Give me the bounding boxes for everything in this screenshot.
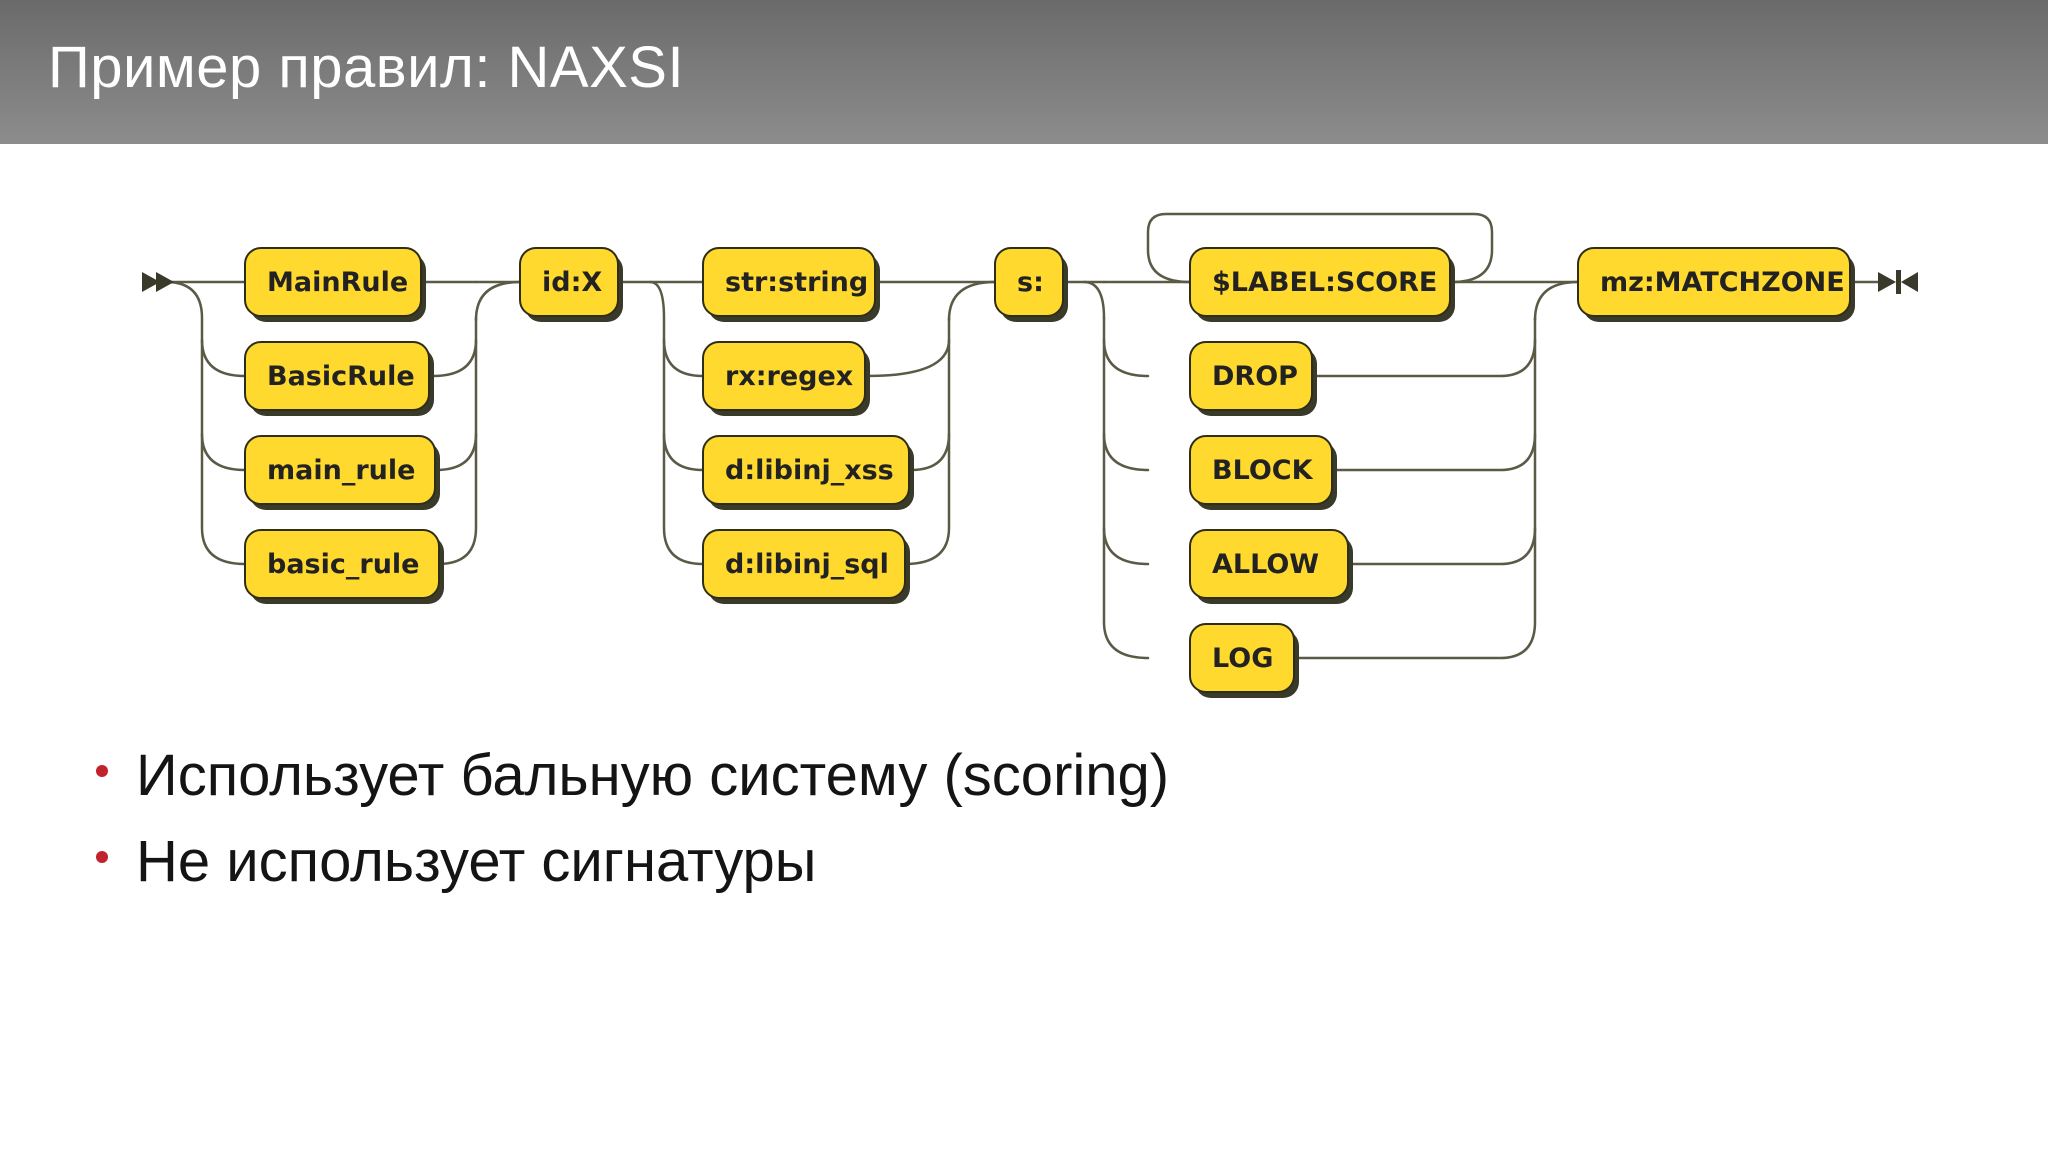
group1-merge-2 [431, 338, 478, 378]
node-label: BLOCK [1212, 455, 1314, 486]
group3-branch-left-2 [662, 338, 705, 378]
node-box [702, 341, 866, 411]
diagram-node: $LABEL:SCORE [1189, 247, 1455, 322]
node-box [244, 247, 422, 317]
diagram-node: DROP [1189, 341, 1317, 416]
group1-branch-left-3 [200, 432, 247, 472]
node-box [244, 435, 436, 505]
node-box [702, 435, 910, 505]
node-box [1189, 341, 1313, 411]
diagram-node: d:libinj_xss [702, 435, 914, 510]
diagram-node: LOG [1189, 623, 1299, 698]
node-label: ALLOW [1212, 549, 1319, 580]
node-box [1577, 247, 1851, 317]
diagram-node: mz:MATCHZONE [1577, 247, 1855, 322]
node-box [519, 247, 619, 317]
node-label: BasicRule [267, 361, 415, 392]
diagram-node: BLOCK [1189, 435, 1337, 510]
node-label: d:libinj_sql [725, 549, 889, 580]
node-box [994, 247, 1064, 317]
group5-merge-top [1533, 280, 1580, 322]
group1-branch-left-2 [200, 338, 247, 378]
node-box [702, 247, 876, 317]
group3-merge-2 [865, 338, 951, 378]
node-box [244, 341, 430, 411]
group5-branch-left [1102, 280, 1150, 660]
group5-loop [1146, 212, 1494, 284]
group3-merge-top [947, 280, 997, 322]
group5-merge-4 [1296, 526, 1537, 566]
bullet-text: Использует бальную систему (scoring) [136, 743, 1170, 808]
node-label: s: [1017, 267, 1044, 298]
node-label: id:X [542, 267, 602, 298]
node-label: basic_rule [267, 549, 419, 580]
node-box [244, 529, 440, 599]
end-marker [1878, 270, 1918, 294]
node-box [1189, 623, 1295, 693]
slide-title: Пример правил: NAXSI [48, 35, 685, 100]
group5-branch-left-3 [1102, 432, 1150, 472]
group5-merge-2 [1271, 338, 1537, 378]
diagram-node: ALLOW [1189, 529, 1353, 604]
node-label: MainRule [267, 267, 408, 298]
group5-branch-left-4 [1102, 526, 1150, 566]
group3-merge-3 [909, 432, 951, 472]
group5-branch-right [1248, 316, 1537, 660]
group5-merge-3 [1288, 432, 1537, 472]
node-label: rx:regex [725, 361, 853, 392]
node-label: main_rule [267, 455, 415, 486]
diagram-lines [164, 212, 1880, 660]
diagram-node: id:X [519, 247, 623, 322]
start-marker [142, 272, 174, 292]
diagram-node: basic_rule [244, 529, 444, 604]
group3-branch-left [648, 280, 705, 566]
node-box [1189, 435, 1333, 505]
node-label: d:libinj_xss [725, 455, 894, 486]
node-box [702, 529, 906, 599]
diagram-node: main_rule [244, 435, 440, 510]
node-label: LOG [1212, 643, 1273, 674]
group1-merge-top [474, 280, 522, 322]
node-label: DROP [1212, 361, 1298, 392]
header-bar: Пример правил: NAXSI [0, 0, 2048, 144]
group1-branch-right [436, 280, 478, 566]
node-label: mz:MATCHZONE [1600, 267, 1845, 298]
diagram-node: rx:regex [702, 341, 870, 416]
node-box [1189, 247, 1451, 317]
diagram-node: s: [994, 247, 1068, 322]
diagram-node: MainRule [244, 247, 426, 322]
group5-branch-left-2 [1102, 338, 1150, 378]
bullet-text: Не использует сигнатуры [136, 829, 817, 894]
group3-branch-left-3 [662, 432, 705, 472]
group1-merge-3 [434, 432, 478, 472]
diagram-node: BasicRule [244, 341, 434, 416]
bullet-marker [96, 851, 108, 863]
diagram-node: d:libinj_sql [702, 529, 910, 604]
node-label: str:string [725, 267, 868, 298]
bullet-marker [96, 765, 108, 777]
group3-branch-right [903, 316, 951, 566]
group1-branch-left [164, 280, 247, 566]
node-box [1189, 529, 1349, 599]
group5-branch-start [1082, 280, 1106, 320]
diagram-node: str:string [702, 247, 880, 322]
node-label: $LABEL:SCORE [1212, 267, 1437, 298]
